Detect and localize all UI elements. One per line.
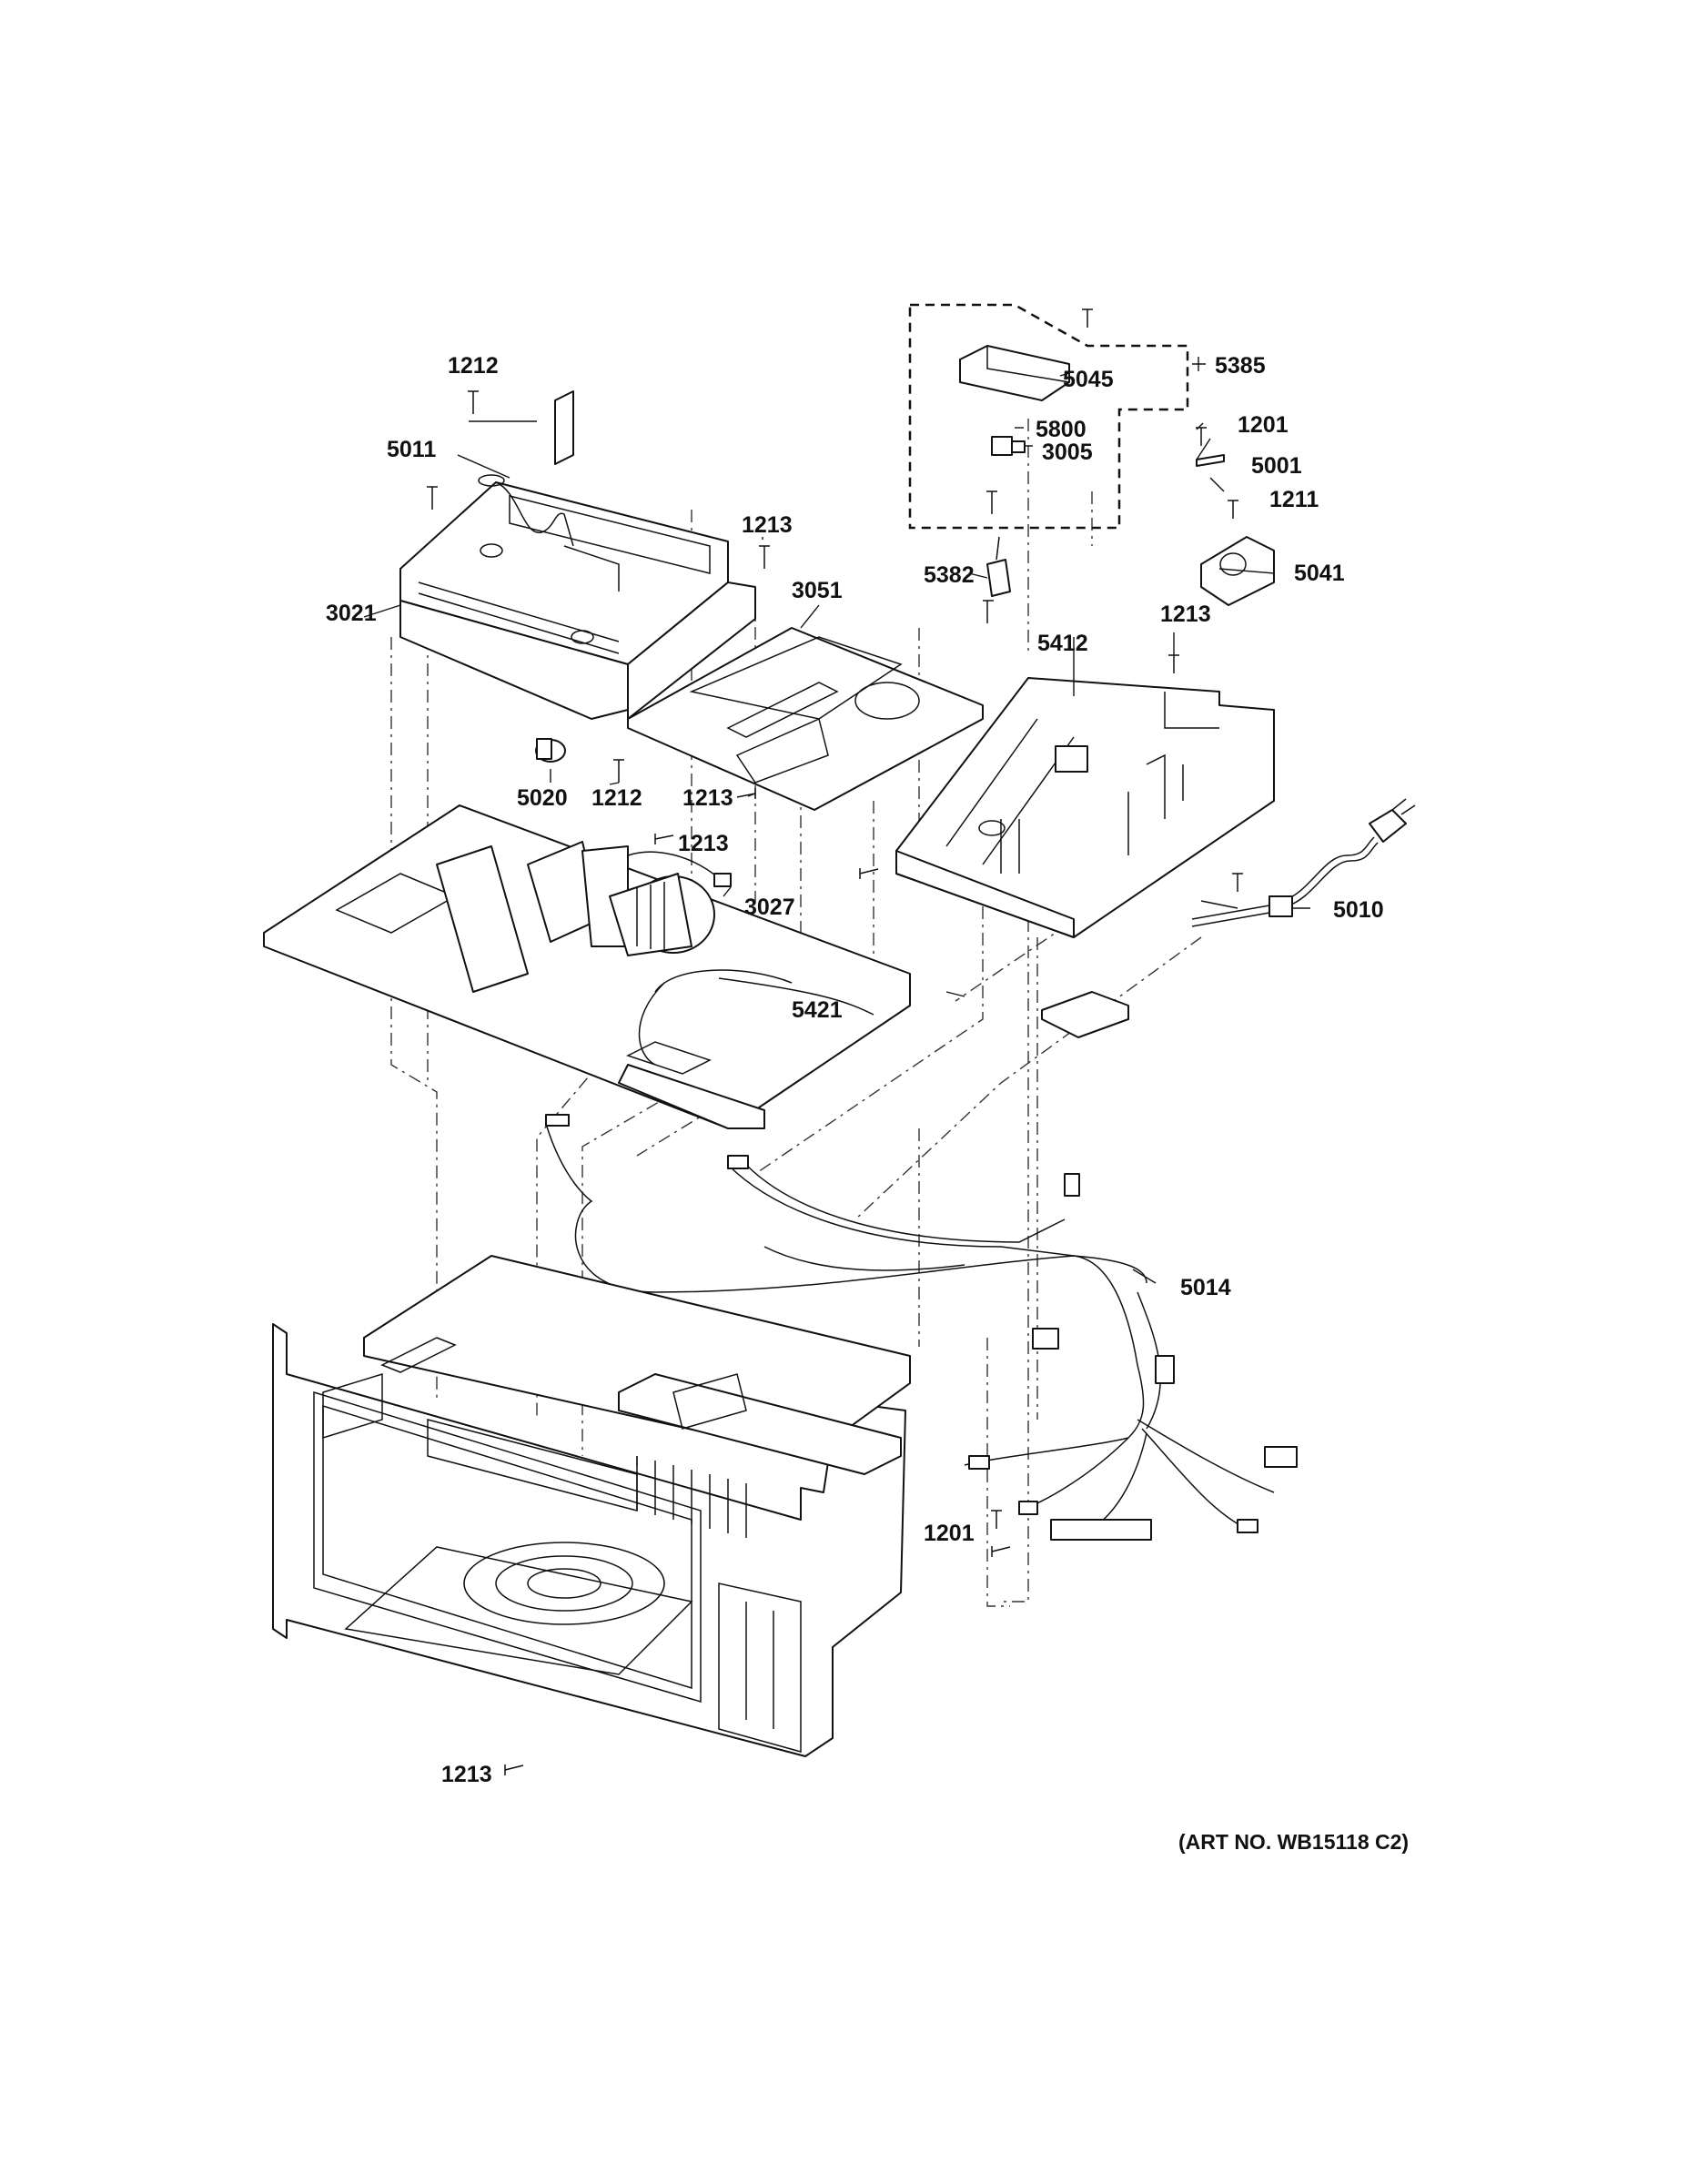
label-5041: 5041	[1294, 561, 1345, 586]
label-3021: 3021	[326, 601, 377, 626]
label-1213-plate: 1213	[682, 785, 733, 811]
label-5382: 5382	[924, 562, 975, 588]
label-5011: 5011	[387, 437, 436, 462]
fan-motor-3027	[527, 841, 732, 956]
sub-assembly-box	[908, 303, 1189, 530]
label-1213-top: 1213	[742, 512, 793, 538]
label-1212-mid: 1212	[591, 785, 642, 811]
plate-3051	[627, 627, 984, 811]
label-1201-bottom: 1201	[924, 1521, 975, 1546]
label-5020: 5020	[517, 785, 568, 811]
part-5045	[959, 345, 1070, 401]
duct-box-3021	[399, 481, 756, 720]
bracket	[554, 390, 574, 465]
small-bracket	[1041, 991, 1129, 1038]
label-5014: 5014	[1180, 1275, 1231, 1300]
label-1213-fan: 1213	[678, 831, 729, 856]
label-3051: 3051	[792, 578, 843, 603]
label-5001: 5001	[1251, 453, 1302, 479]
base-plate-5421	[263, 804, 911, 1129]
leader-lines	[363, 372, 1310, 1284]
label-5421: 5421	[792, 997, 843, 1023]
power-cord-5010	[1191, 798, 1416, 927]
thermostat-5020	[535, 738, 566, 763]
label-1213-bottom: 1213	[441, 1762, 492, 1787]
label-5385: 5385	[1215, 353, 1266, 379]
label-1201-top: 1201	[1238, 412, 1289, 438]
wire-harness-5014	[545, 1114, 1298, 1541]
wire-5011	[478, 474, 574, 547]
screws	[427, 308, 1243, 1775]
label-3005: 3005	[1042, 440, 1093, 465]
label-1211: 1211	[1269, 487, 1319, 512]
bracket-5412	[895, 677, 1275, 938]
label-5045: 5045	[1063, 367, 1114, 392]
label-5010: 5010	[1333, 897, 1384, 923]
switch-5041	[1200, 536, 1275, 606]
part-5001	[1196, 454, 1225, 467]
label-1213-right: 1213	[1160, 602, 1211, 627]
part-5382	[986, 536, 1011, 597]
part-3005	[991, 436, 1026, 456]
label-1212-top: 1212	[448, 353, 499, 379]
art-number: (ART NO. WB15118 C2)	[1178, 1830, 1409, 1854]
part-labels: 1212 5011 1213 3021 3051 5020 1212 1213 …	[326, 353, 1384, 1787]
label-5412: 5412	[1037, 631, 1088, 656]
microwave-cavity	[272, 1255, 911, 1757]
label-5800: 5800	[1036, 417, 1087, 442]
label-3027: 3027	[744, 895, 795, 920]
